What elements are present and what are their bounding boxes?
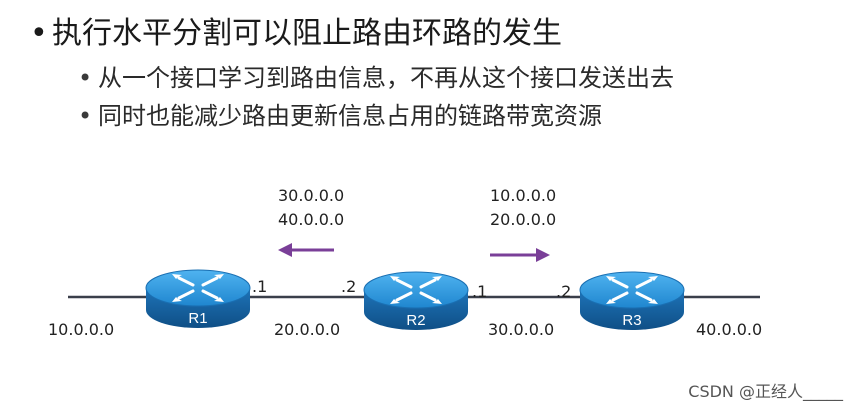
network-label: 20.0.0.0 — [274, 320, 341, 339]
router-label: R1 — [188, 310, 207, 327]
bullet-marker: • — [78, 64, 93, 92]
main-bullet: •执行水平分割可以阻止路由环路的发生 — [30, 14, 562, 54]
bullet-marker: • — [78, 102, 93, 130]
update-to-r3-route: 20.0.0.0 — [490, 210, 557, 229]
router-r1: R1 — [144, 268, 252, 330]
network-label: 10.0.0.0 — [48, 320, 115, 339]
interface-label: .1 — [472, 282, 488, 301]
interface-label: .2 — [341, 277, 357, 296]
network-label: 30.0.0.0 — [488, 320, 555, 339]
arrow-right-icon — [490, 248, 550, 262]
router-r2: R2 — [362, 270, 470, 332]
sub-bullet: •同时也能减少路由更新信息占用的链路带宽资源 — [78, 100, 602, 132]
update-to-r3-route: 10.0.0.0 — [490, 186, 557, 205]
main-bullet-text: 执行水平分割可以阻止路由环路的发生 — [52, 16, 562, 51]
update-to-r1-route: 40.0.0.0 — [278, 210, 345, 229]
router-label: R2 — [406, 312, 425, 329]
sub-bullet-text: 同时也能减少路由更新信息占用的链路带宽资源 — [98, 102, 602, 130]
router-label: R3 — [622, 312, 641, 329]
interface-label: .2 — [556, 282, 572, 301]
bullet-marker: • — [30, 16, 48, 51]
watermark: CSDN @正经人_____ — [688, 382, 843, 401]
sub-bullet-text: 从一个接口学习到路由信息，不再从这个接口发送出去 — [98, 64, 674, 92]
router-r3: R3 — [578, 270, 686, 332]
sub-bullet: •从一个接口学习到路由信息，不再从这个接口发送出去 — [78, 62, 674, 94]
update-to-r1-route: 30.0.0.0 — [278, 186, 345, 205]
arrow-left-icon — [278, 243, 334, 257]
interface-label: .1 — [252, 277, 268, 296]
network-label: 40.0.0.0 — [696, 320, 763, 339]
